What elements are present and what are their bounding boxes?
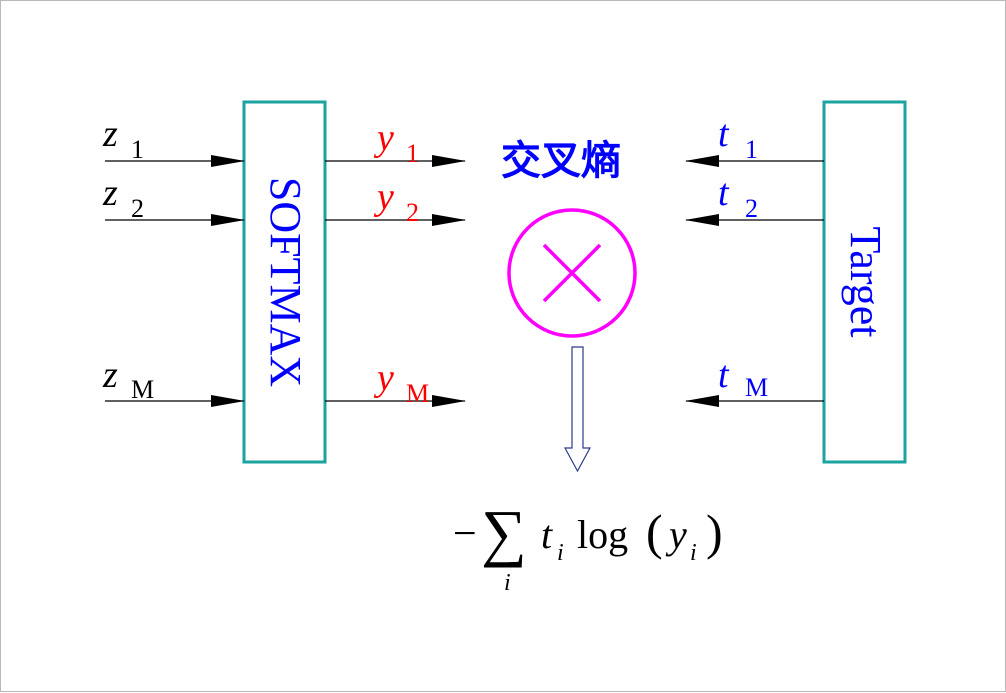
hollow-down-arrow [563,346,592,473]
cross-entropy-symbol [507,208,637,338]
target-tM-sub: M [745,373,769,402]
formula-sum: ∑ [481,497,527,568]
formula-log: log [577,512,629,557]
output-y2-var: y [377,176,394,218]
input-z2-var: z [103,172,118,214]
target-t2-var: t [718,172,729,214]
target-t1-var: t [718,113,729,155]
formula-rparen: ) [706,504,723,560]
formula-y-sub: i [690,540,697,566]
formula-t-sub: i [557,540,564,566]
cross-entropy-title: 交叉熵 [501,138,621,184]
formula-minus: − [453,511,477,557]
target-box [822,100,907,464]
target-label: Target [841,226,890,338]
input-zM-var: z [103,354,118,396]
cross-stroke-b [542,243,602,303]
formula-t: t [541,512,553,557]
input-z1-sub: 1 [131,135,144,164]
input-z1-var: z [103,113,118,155]
output-y2-sub: 2 [406,198,419,227]
softmax-label: SOFTMAX [261,176,310,388]
formula-y: y [669,512,687,557]
output-y1-var: y [377,117,394,159]
target-t1-sub: 1 [745,135,758,164]
softmax-box [242,100,327,464]
target-tM-var: t [718,354,729,396]
formula-lparen: ( [646,504,663,560]
output-yM-sub: M [406,379,430,408]
input-zM-sub: M [131,375,155,404]
formula-sum-index: i [504,570,511,596]
output-y1-sub: 1 [406,139,419,168]
input-z2-sub: 2 [131,194,144,223]
target-t2-sub: 2 [745,194,758,223]
cross-circle [507,208,637,338]
output-yM-var: y [377,357,394,399]
